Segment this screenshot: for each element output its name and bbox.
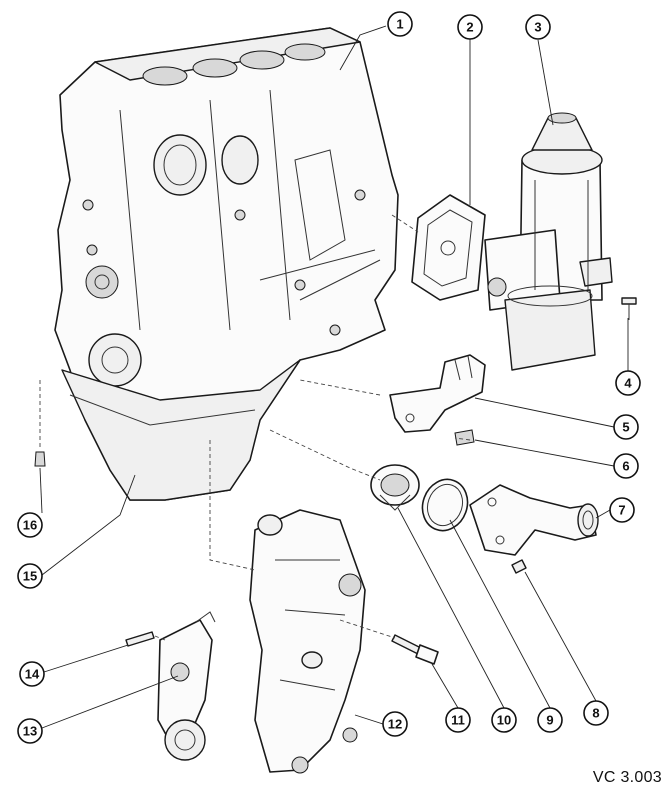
bolt-part-4 [621,297,637,320]
bolt-part-14 [125,631,155,647]
callout-8: 8 [583,700,609,726]
callout-4: 4 [615,370,641,396]
callout-13: 13 [17,718,43,744]
svg-text:5: 5 [622,420,629,435]
callout-3: 3 [525,14,551,40]
bolt-part-8 [511,559,527,574]
svg-text:10: 10 [497,713,511,728]
assembly-lines [39,214,471,641]
bracket [389,354,486,433]
svg-text:2: 2 [466,20,473,35]
svg-text:15: 15 [23,569,37,584]
callout-6: 6 [613,453,639,479]
thermostat [370,464,420,511]
accessory-bracket [249,509,366,774]
svg-text:7: 7 [618,503,625,518]
callout-9: 9 [537,707,563,733]
figure-reference-code: VC 3.003 [592,769,662,786]
callout-15: 15 [17,563,43,589]
callout-14: 14 [19,661,45,687]
callout-2: 2 [457,14,483,40]
svg-text:6: 6 [622,459,629,474]
plug [454,429,475,446]
sensor-part-16 [34,451,46,467]
bolt-part-11 [391,634,439,665]
callout-1: 1 [387,11,413,37]
o-ring [421,478,469,532]
svg-text:4: 4 [624,376,632,391]
svg-text:1: 1 [396,17,403,32]
svg-text:12: 12 [388,717,402,732]
callout-5: 5 [613,414,639,440]
svg-text:16: 16 [23,518,37,533]
svg-text:11: 11 [451,713,465,728]
svg-text:8: 8 [592,706,599,721]
callout-11: 11 [445,707,471,733]
svg-text:3: 3 [534,20,541,35]
callout-7: 7 [609,497,635,523]
svg-text:14: 14 [25,667,40,682]
gasket [411,194,486,301]
oil-filter-housing [484,112,613,371]
callout-12: 12 [382,711,408,737]
svg-text:9: 9 [546,713,553,728]
tensioner [157,611,216,761]
svg-text:13: 13 [23,724,37,739]
callout-10: 10 [491,707,517,733]
coolant-flange [469,484,599,556]
engine-block [54,27,399,501]
leader-lines [39,25,629,729]
callout-16: 16 [17,512,43,538]
